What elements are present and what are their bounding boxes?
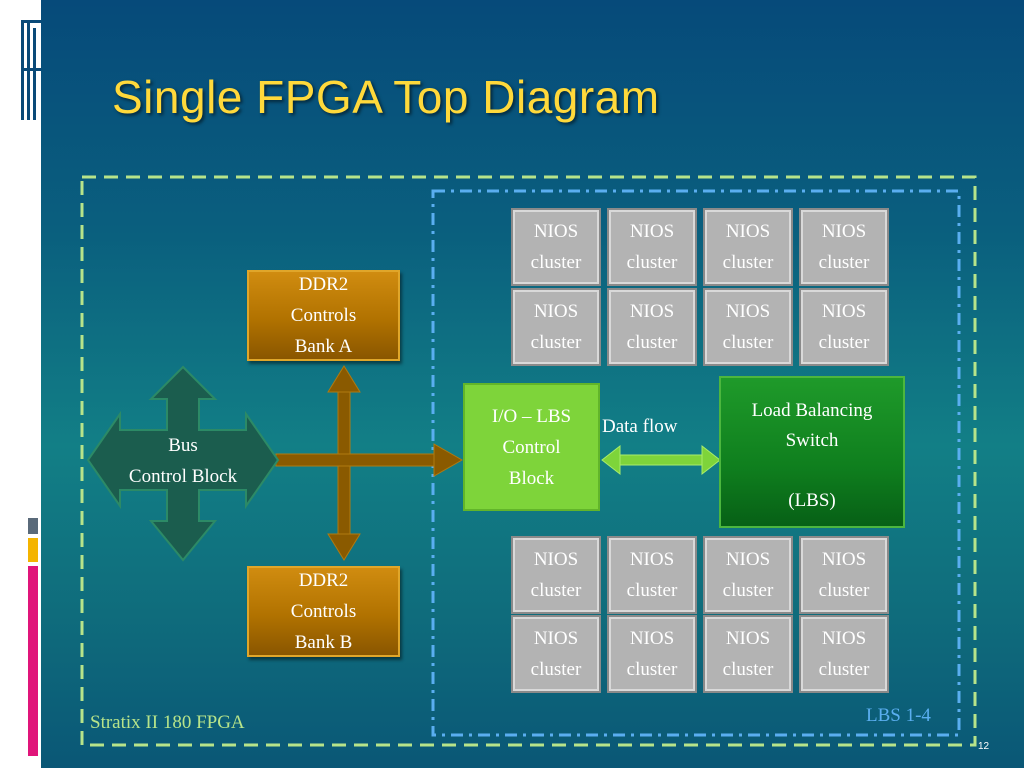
- nios-cluster: NIOS cluster: [703, 208, 793, 286]
- ddr2-bank-a: DDR2 Controls Bank A: [247, 270, 400, 361]
- nios-cluster: NIOS cluster: [703, 615, 793, 693]
- nios-line2: cluster: [722, 659, 774, 680]
- nios-line1: NIOS: [629, 301, 675, 322]
- nios-cluster: NIOS cluster: [511, 615, 601, 693]
- nios-line1: NIOS: [629, 628, 675, 649]
- ddr-a-line3: Bank A: [294, 336, 353, 357]
- nios-line2: cluster: [530, 659, 582, 680]
- nios-cluster: NIOS cluster: [607, 208, 697, 286]
- nios-line2: cluster: [722, 580, 774, 601]
- nios-cluster: NIOS cluster: [607, 615, 697, 693]
- nios-line2: cluster: [818, 252, 870, 273]
- nios-line2: cluster: [530, 332, 582, 353]
- lbs-line2: Switch: [785, 430, 839, 451]
- nios-line1: NIOS: [725, 549, 771, 570]
- data-flow-label: Data flow: [602, 416, 678, 437]
- bus-line1: Bus: [168, 435, 198, 456]
- nios-cluster: NIOS cluster: [511, 288, 601, 366]
- nios-line1: NIOS: [629, 221, 675, 242]
- left-line-decoration: [21, 20, 41, 120]
- nios-line2: cluster: [722, 252, 774, 273]
- nios-cluster: NIOS cluster: [799, 288, 889, 366]
- nios-line2: cluster: [530, 252, 582, 273]
- lbs-group-label: LBS 1-4: [866, 705, 931, 726]
- ddr-b-line3: Bank B: [294, 632, 353, 653]
- nios-line2: cluster: [626, 580, 678, 601]
- nios-cluster: NIOS cluster: [799, 208, 889, 286]
- io-line2: Control: [502, 436, 561, 458]
- cross-arrow: [275, 365, 464, 561]
- nios-cluster: NIOS cluster: [703, 536, 793, 614]
- nios-line2: cluster: [626, 659, 678, 680]
- nios-line1: NIOS: [821, 628, 867, 649]
- io-line1: I/O – LBS: [491, 405, 572, 427]
- nios-cluster: NIOS cluster: [607, 536, 697, 614]
- nios-line1: NIOS: [533, 549, 579, 570]
- nios-line1: NIOS: [821, 221, 867, 242]
- load-balancing-switch: Load Balancing Switch (LBS): [719, 376, 905, 528]
- nios-line1: NIOS: [725, 301, 771, 322]
- nios-line1: NIOS: [821, 549, 867, 570]
- accent-square-yellow: [28, 538, 38, 562]
- ddr-b-line1: DDR2: [298, 570, 349, 591]
- io-lbs-control-block: I/O – LBS Control Block: [463, 383, 600, 511]
- nios-cluster: NIOS cluster: [511, 208, 601, 286]
- bus-control-block: Bus Control Block: [110, 430, 256, 492]
- bus-four-way-arrow: [86, 365, 280, 562]
- nios-line2: cluster: [818, 580, 870, 601]
- nios-line1: NIOS: [725, 628, 771, 649]
- nios-cluster: NIOS cluster: [799, 615, 889, 693]
- double-headed-arrow: [601, 444, 721, 476]
- nios-cluster: NIOS cluster: [511, 536, 601, 614]
- nios-line1: NIOS: [629, 549, 675, 570]
- page-number: 12: [978, 741, 990, 752]
- slide-title: Single FPGA Top Diagram: [112, 71, 660, 123]
- fpga-boundary: [80, 175, 977, 747]
- ddr-a-line1: DDR2: [298, 274, 349, 295]
- nios-line1: NIOS: [533, 301, 579, 322]
- nios-line2: cluster: [626, 332, 678, 353]
- bus-line2: Control Block: [128, 466, 238, 487]
- nios-cluster: NIOS cluster: [799, 536, 889, 614]
- nios-line1: NIOS: [821, 301, 867, 322]
- fpga-label: Stratix II 180 FPGA: [90, 712, 245, 733]
- nios-cluster: NIOS cluster: [703, 288, 793, 366]
- lbs-line1: Load Balancing: [751, 400, 873, 421]
- ddr-a-line2: Controls: [290, 305, 357, 326]
- io-line3: Block: [508, 467, 555, 489]
- ddr2-bank-b: DDR2 Controls Bank B: [247, 566, 400, 657]
- nios-line1: NIOS: [533, 628, 579, 649]
- accent-bar-pink: [28, 566, 38, 756]
- accent-square-gray: [28, 518, 38, 534]
- nios-line2: cluster: [626, 252, 678, 273]
- lbs-line3: (LBS): [788, 490, 836, 511]
- nios-line1: NIOS: [533, 221, 579, 242]
- nios-line2: cluster: [818, 332, 870, 353]
- nios-line1: NIOS: [725, 221, 771, 242]
- ddr-b-line2: Controls: [290, 601, 357, 622]
- nios-cluster: NIOS cluster: [607, 288, 697, 366]
- nios-line2: cluster: [818, 659, 870, 680]
- nios-line2: cluster: [722, 332, 774, 353]
- nios-line2: cluster: [530, 580, 582, 601]
